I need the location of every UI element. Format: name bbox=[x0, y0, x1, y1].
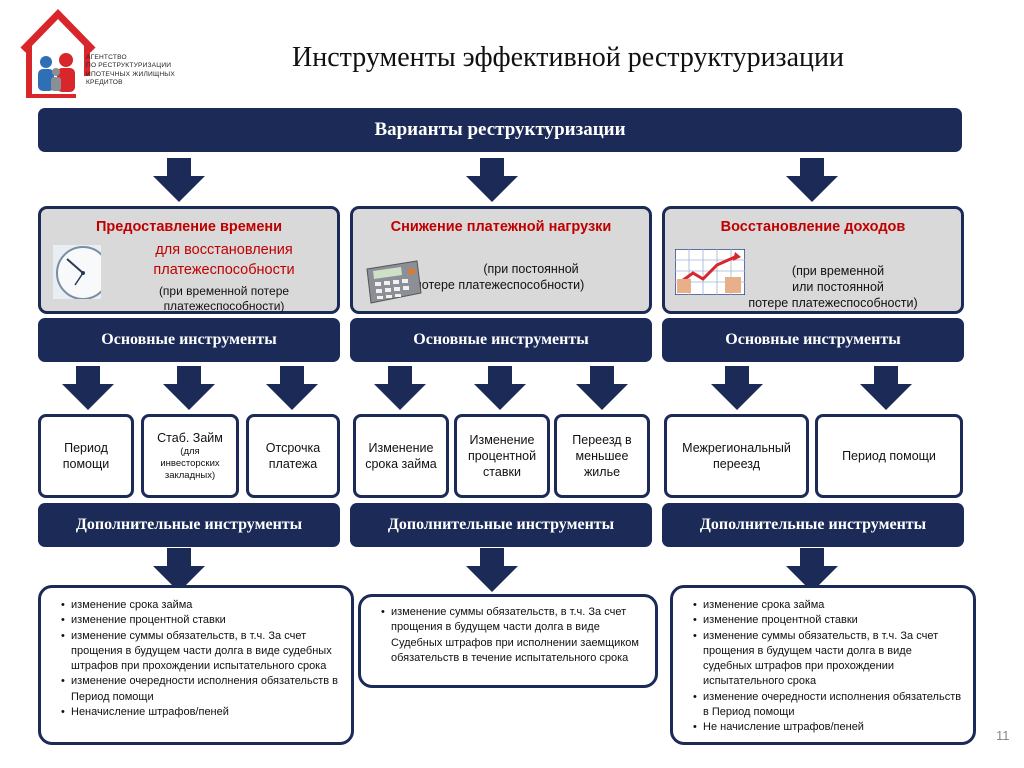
logo-line: ИПОТЕЧНЫХ ЖИЛИЩНЫХ bbox=[86, 70, 175, 78]
down-arrow-icon bbox=[786, 158, 838, 202]
tool-label: процентной bbox=[467, 449, 537, 463]
tool-label: ставки bbox=[483, 465, 521, 479]
down-arrow-icon bbox=[860, 366, 912, 410]
tool-interregional-move: Межрегиональный переезд bbox=[664, 414, 809, 498]
down-arrow-icon bbox=[466, 548, 518, 592]
tool-label: переезд bbox=[712, 457, 761, 471]
down-arrow-icon bbox=[711, 366, 763, 410]
tool-label: помощи bbox=[62, 457, 110, 471]
tool-label: Стаб. Займ bbox=[157, 431, 223, 445]
extra-tools-bar: Дополнительные инструменты bbox=[662, 503, 964, 547]
extra-tools-bar: Дополнительные инструменты bbox=[38, 503, 340, 547]
tool-label: меньшее bbox=[575, 449, 629, 463]
variant-note: (при постоянной bbox=[483, 262, 579, 276]
tool-stabilization-loan: Стаб. Займ (для инвесторских закладных) bbox=[141, 414, 239, 498]
list-item: изменение суммы обязательств, в т.ч. За … bbox=[693, 629, 963, 690]
variant-heading: Предоставление времени bbox=[95, 219, 283, 235]
page-number: 11 bbox=[996, 728, 1010, 743]
tool-note: инвесторских bbox=[160, 458, 220, 469]
down-arrow-icon bbox=[374, 366, 426, 410]
tool-label: Изменение bbox=[368, 441, 434, 455]
variant-note: (при временной bbox=[791, 264, 885, 278]
tool-label: Межрегиональный bbox=[682, 441, 791, 455]
down-arrow-icon bbox=[474, 366, 526, 410]
extra-tools-list: изменение срока займа изменение процентн… bbox=[670, 585, 976, 745]
list-item: изменение суммы обязательств, в т.ч. За … bbox=[61, 629, 339, 675]
logo-line: КРЕДИТОВ bbox=[86, 79, 123, 87]
main-tools-bar: Основные инструменты bbox=[662, 318, 964, 362]
variant-note: потере платежеспособности) bbox=[415, 278, 585, 292]
down-arrow-icon bbox=[62, 366, 114, 410]
variant-note: потере платежеспособности) bbox=[748, 296, 918, 310]
tool-label: Период bbox=[64, 441, 108, 455]
tool-assistance-period: Период помощи bbox=[815, 414, 963, 498]
list-item: изменение суммы обязательств, в т.ч. За … bbox=[381, 605, 643, 666]
restructuring-options-bar: Варианты реструктуризации bbox=[38, 108, 962, 152]
variant-note: (при временной потере bbox=[158, 284, 290, 298]
down-arrow-icon bbox=[786, 548, 838, 592]
list-item: изменение срока займа bbox=[61, 598, 339, 614]
down-arrow-icon bbox=[163, 366, 215, 410]
tool-label: срока займа bbox=[365, 457, 437, 471]
variant-income-recovery: Восстановление доходов (при временной ил… bbox=[662, 206, 964, 314]
down-arrow-icon bbox=[466, 158, 518, 202]
variant-time-provision: Предоставление времени для восстановлени… bbox=[38, 206, 340, 314]
variant-note: или постоянной bbox=[792, 280, 884, 294]
calculator-icon bbox=[366, 260, 422, 304]
list-item: изменение очередности исполнения обязате… bbox=[693, 690, 963, 721]
tool-move-to-smaller-home: Переезд в меньшее жилье bbox=[554, 414, 650, 498]
house-logo-icon bbox=[20, 8, 96, 98]
down-arrow-icon bbox=[576, 366, 628, 410]
tool-label: Отсрочка bbox=[265, 441, 321, 455]
list-item: изменение процентной ставки bbox=[693, 613, 963, 629]
agency-logo: АГЕНТСТВО ПО РЕСТРУКТУРИЗАЦИИ ИПОТЕЧНЫХ … bbox=[18, 6, 178, 106]
variant-heading: Снижение платежной нагрузки bbox=[390, 219, 612, 235]
clock-icon bbox=[53, 245, 101, 299]
tool-loan-term-change: Изменение срока займа bbox=[353, 414, 449, 498]
tool-label: Период помощи bbox=[842, 449, 936, 463]
main-tools-bar: Основные инструменты bbox=[38, 318, 340, 362]
tool-note: (для bbox=[180, 446, 200, 457]
logo-line: АГЕНТСТВО bbox=[86, 54, 127, 61]
list-item: изменение процентной ставки bbox=[61, 613, 339, 629]
extra-tools-list: изменение срока займа изменение процентн… bbox=[38, 585, 354, 745]
variant-payment-load-reduction: Снижение платежной нагрузки (при постоян… bbox=[350, 206, 652, 314]
list-item: изменение очередности исполнения обязате… bbox=[61, 674, 339, 705]
extra-tools-list: изменение суммы обязательств, в т.ч. За … bbox=[358, 594, 658, 688]
tool-assistance-period: Период помощи bbox=[38, 414, 134, 498]
logo-line: ПО РЕСТРУКТУРИЗАЦИИ bbox=[86, 62, 172, 70]
down-arrow-icon bbox=[153, 158, 205, 202]
tool-interest-rate-change: Изменение процентной ставки bbox=[454, 414, 550, 498]
tool-label: Переезд в bbox=[572, 433, 632, 447]
tool-payment-deferral: Отсрочка платежа bbox=[246, 414, 340, 498]
main-tools-bar: Основные инструменты bbox=[350, 318, 652, 362]
tool-label: жилье bbox=[583, 465, 621, 479]
list-item: Неначисление штрафов/пеней bbox=[61, 705, 339, 721]
tool-label: Изменение bbox=[469, 433, 535, 447]
tool-label: платежа bbox=[268, 457, 318, 471]
slide-title: Инструменты эффективной реструктуризации bbox=[292, 42, 844, 73]
tool-note: закладных) bbox=[164, 470, 216, 481]
variant-heading: Восстановление доходов bbox=[720, 219, 906, 235]
variant-subheading: для восстановления bbox=[155, 242, 293, 258]
extra-tools-bar: Дополнительные инструменты bbox=[350, 503, 652, 547]
down-arrow-icon bbox=[153, 548, 205, 592]
list-item: Не начисление штрафов/пеней bbox=[693, 720, 963, 736]
down-arrow-icon bbox=[266, 366, 318, 410]
variant-note: платежеспособности) bbox=[163, 299, 285, 313]
list-item: изменение срока займа bbox=[693, 598, 963, 614]
growth-chart-icon bbox=[675, 249, 745, 295]
variant-subheading: платежеспособности bbox=[153, 262, 295, 278]
